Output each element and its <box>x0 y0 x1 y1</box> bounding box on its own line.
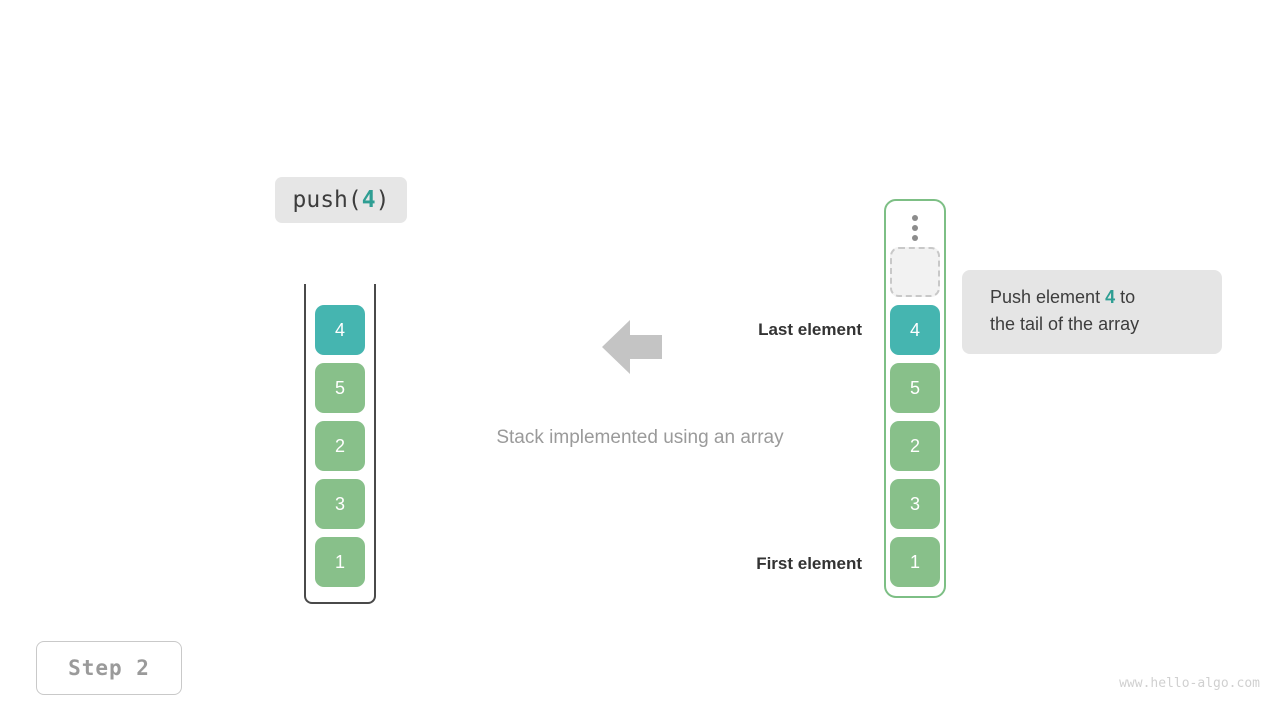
left-arrow-icon <box>602 318 662 376</box>
vertical-ellipsis-icon <box>884 211 946 245</box>
array-visualization: 4 5 2 3 1 <box>884 199 946 598</box>
annotation-line1-suffix: to <box>1115 287 1136 307</box>
stack-item-list: 4 5 2 3 1 <box>315 305 365 595</box>
annotation-line1-prefix: Push element <box>990 287 1106 307</box>
stack-cell: 1 <box>315 537 365 587</box>
first-element-label: First element <box>756 554 862 573</box>
stack-cell: 5 <box>315 363 365 413</box>
stack-cell: 4 <box>315 305 365 355</box>
last-element-label: Last element <box>758 320 862 339</box>
array-cell: 2 <box>890 421 940 471</box>
annotation-highlight-value: 4 <box>1105 287 1116 307</box>
array-cell: 4 <box>890 305 940 355</box>
operation-suffix: ) <box>375 187 390 213</box>
array-cell: 5 <box>890 363 940 413</box>
operation-prefix: push( <box>292 187 362 213</box>
annotation-bubble: Push element 4 to the tail of the array <box>962 270 1222 354</box>
step-badge: Step 2 <box>36 641 182 695</box>
stack-container-outline <box>304 284 376 604</box>
operation-label: push(4) <box>275 177 407 223</box>
stack-visualization: 4 5 2 3 1 <box>304 284 376 604</box>
annotation-line2: the tail of the array <box>990 314 1140 334</box>
array-cell: 1 <box>890 537 940 587</box>
array-container-outline <box>884 199 946 598</box>
stack-cell: 3 <box>315 479 365 529</box>
operation-argument: 4 <box>361 187 376 213</box>
stack-caption: Stack implemented using an array <box>496 427 784 448</box>
watermark: www.hello-algo.com <box>1119 676 1260 691</box>
array-cell: 3 <box>890 479 940 529</box>
array-empty-slot <box>890 247 940 297</box>
stack-cell: 2 <box>315 421 365 471</box>
array-item-list: 4 5 2 3 1 <box>890 247 940 595</box>
